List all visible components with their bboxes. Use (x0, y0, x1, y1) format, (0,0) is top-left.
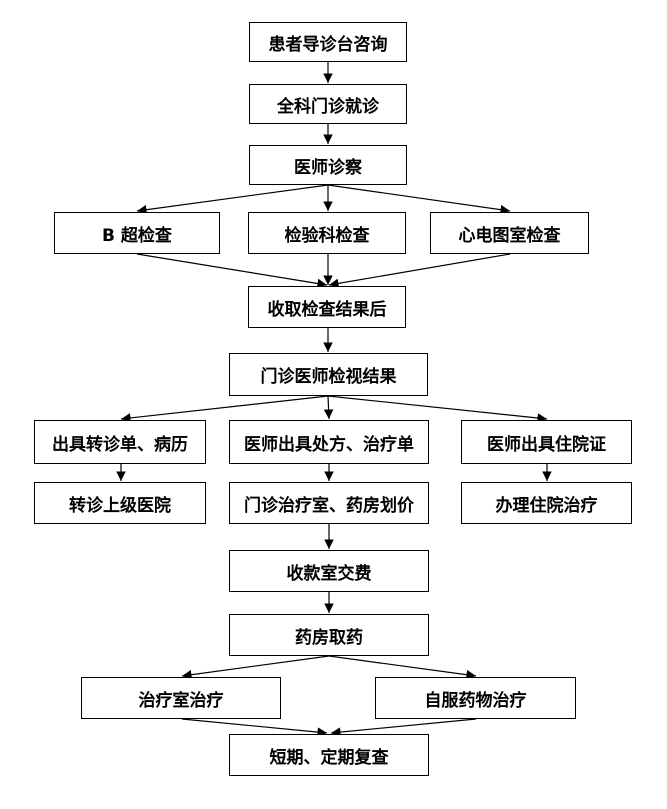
node-pharmacy: 药房取药 (229, 614, 429, 656)
node-treatment-room: 治疗室治疗 (81, 677, 281, 719)
node-admission-doc: 医师出具住院证 (461, 420, 632, 464)
connector-arrow (181, 655, 330, 680)
node-followup: 短期、定期复查 (229, 734, 429, 776)
connector-arrow (181, 718, 328, 737)
node-pricing: 门诊治疗室、药房划价 (229, 482, 429, 524)
node-triage: 患者导诊台咨询 (249, 22, 407, 62)
node-referral-doc: 出具转诊单、病历 (34, 420, 206, 464)
node-results: 收取检查结果后 (248, 286, 406, 328)
connector-arrow (136, 184, 329, 215)
connector-arrow (328, 253, 511, 289)
connector-arrow (328, 655, 477, 680)
connector-arrow (327, 395, 548, 423)
node-self-med: 自服药物治疗 (375, 677, 576, 719)
node-payment: 收款室交费 (229, 550, 429, 592)
node-review: 门诊医师检视结果 (229, 353, 428, 396)
node-exam: 医师诊察 (249, 145, 407, 185)
connector-arrow (330, 718, 477, 737)
node-lab: 检验科检查 (248, 212, 406, 254)
connector-arrow (327, 184, 511, 215)
connector-arrow (136, 253, 328, 289)
node-ultrasound: B 超检查 (54, 212, 220, 254)
node-ecg: 心电图室检查 (430, 212, 589, 254)
connector-arrow (323, 395, 334, 420)
node-prescription: 医师出具处方、治疗单 (229, 420, 429, 464)
node-general-clinic: 全科门诊就诊 (249, 84, 407, 124)
node-referral: 转诊上级医院 (34, 482, 206, 524)
connector-arrow (120, 395, 329, 423)
node-admission: 办理住院治疗 (461, 482, 632, 524)
